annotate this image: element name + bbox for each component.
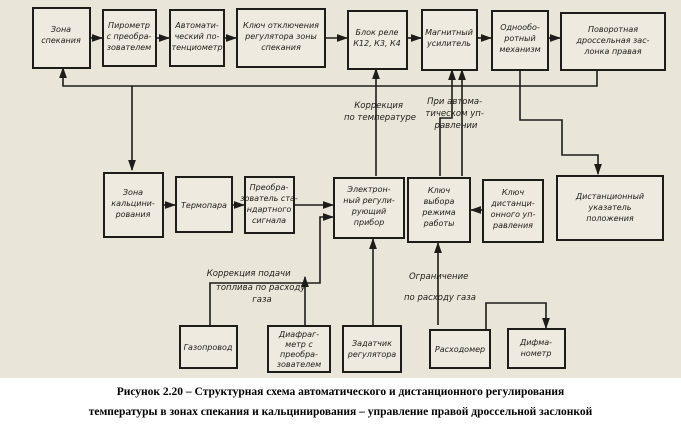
caption-line-1: Рисунок 2.20 – Структурная схема автомат… — [116, 386, 565, 398]
connection-lines — [59, 34, 602, 353]
note-korrekciya-podachi-topliva: Коррекция подачи топлива по расходу газа — [207, 269, 308, 305]
block-rashodomer: Расходомер — [429, 329, 491, 369]
block-diagram: Коррекция по температуре При автома- тич… — [32, 7, 666, 373]
block-avtomaticheskiy-potenciometr: Автомати-ческий по-тенциометр — [169, 9, 225, 67]
svg-text:Автомати-ческий по-тенциометр: Автомати-ческий по-тенциометр — [171, 21, 222, 52]
svg-text:Газопровод: Газопровод — [184, 343, 233, 352]
note-pri-avtomaticheskom-upravlenii: При автома- тическом уп- равлении — [425, 97, 486, 131]
svg-text:Расходомер: Расходомер — [435, 345, 485, 354]
annotations: Коррекция по температуре При автома- тич… — [207, 97, 486, 305]
caption-line-2: температуры в зонах спекания и кальцинир… — [88, 406, 593, 418]
figure-caption: Рисунок 2.20 – Структурная схема автомат… — [0, 382, 681, 422]
note-ogranichenie-po-rashodu-gaza: Ограничение по расходу газа — [404, 272, 476, 303]
note-korrekciya-po-temperature: Коррекция по температуре — [344, 101, 416, 123]
block-difmanometr: Дифма-нометр — [507, 328, 566, 369]
block-gazoprovod: Газопровод — [179, 325, 238, 369]
svg-text:Термопара: Термопара — [181, 201, 227, 210]
svg-text:Дифма-нометр: Дифма-нометр — [519, 338, 552, 358]
block-termopara: Термопара — [175, 176, 233, 233]
